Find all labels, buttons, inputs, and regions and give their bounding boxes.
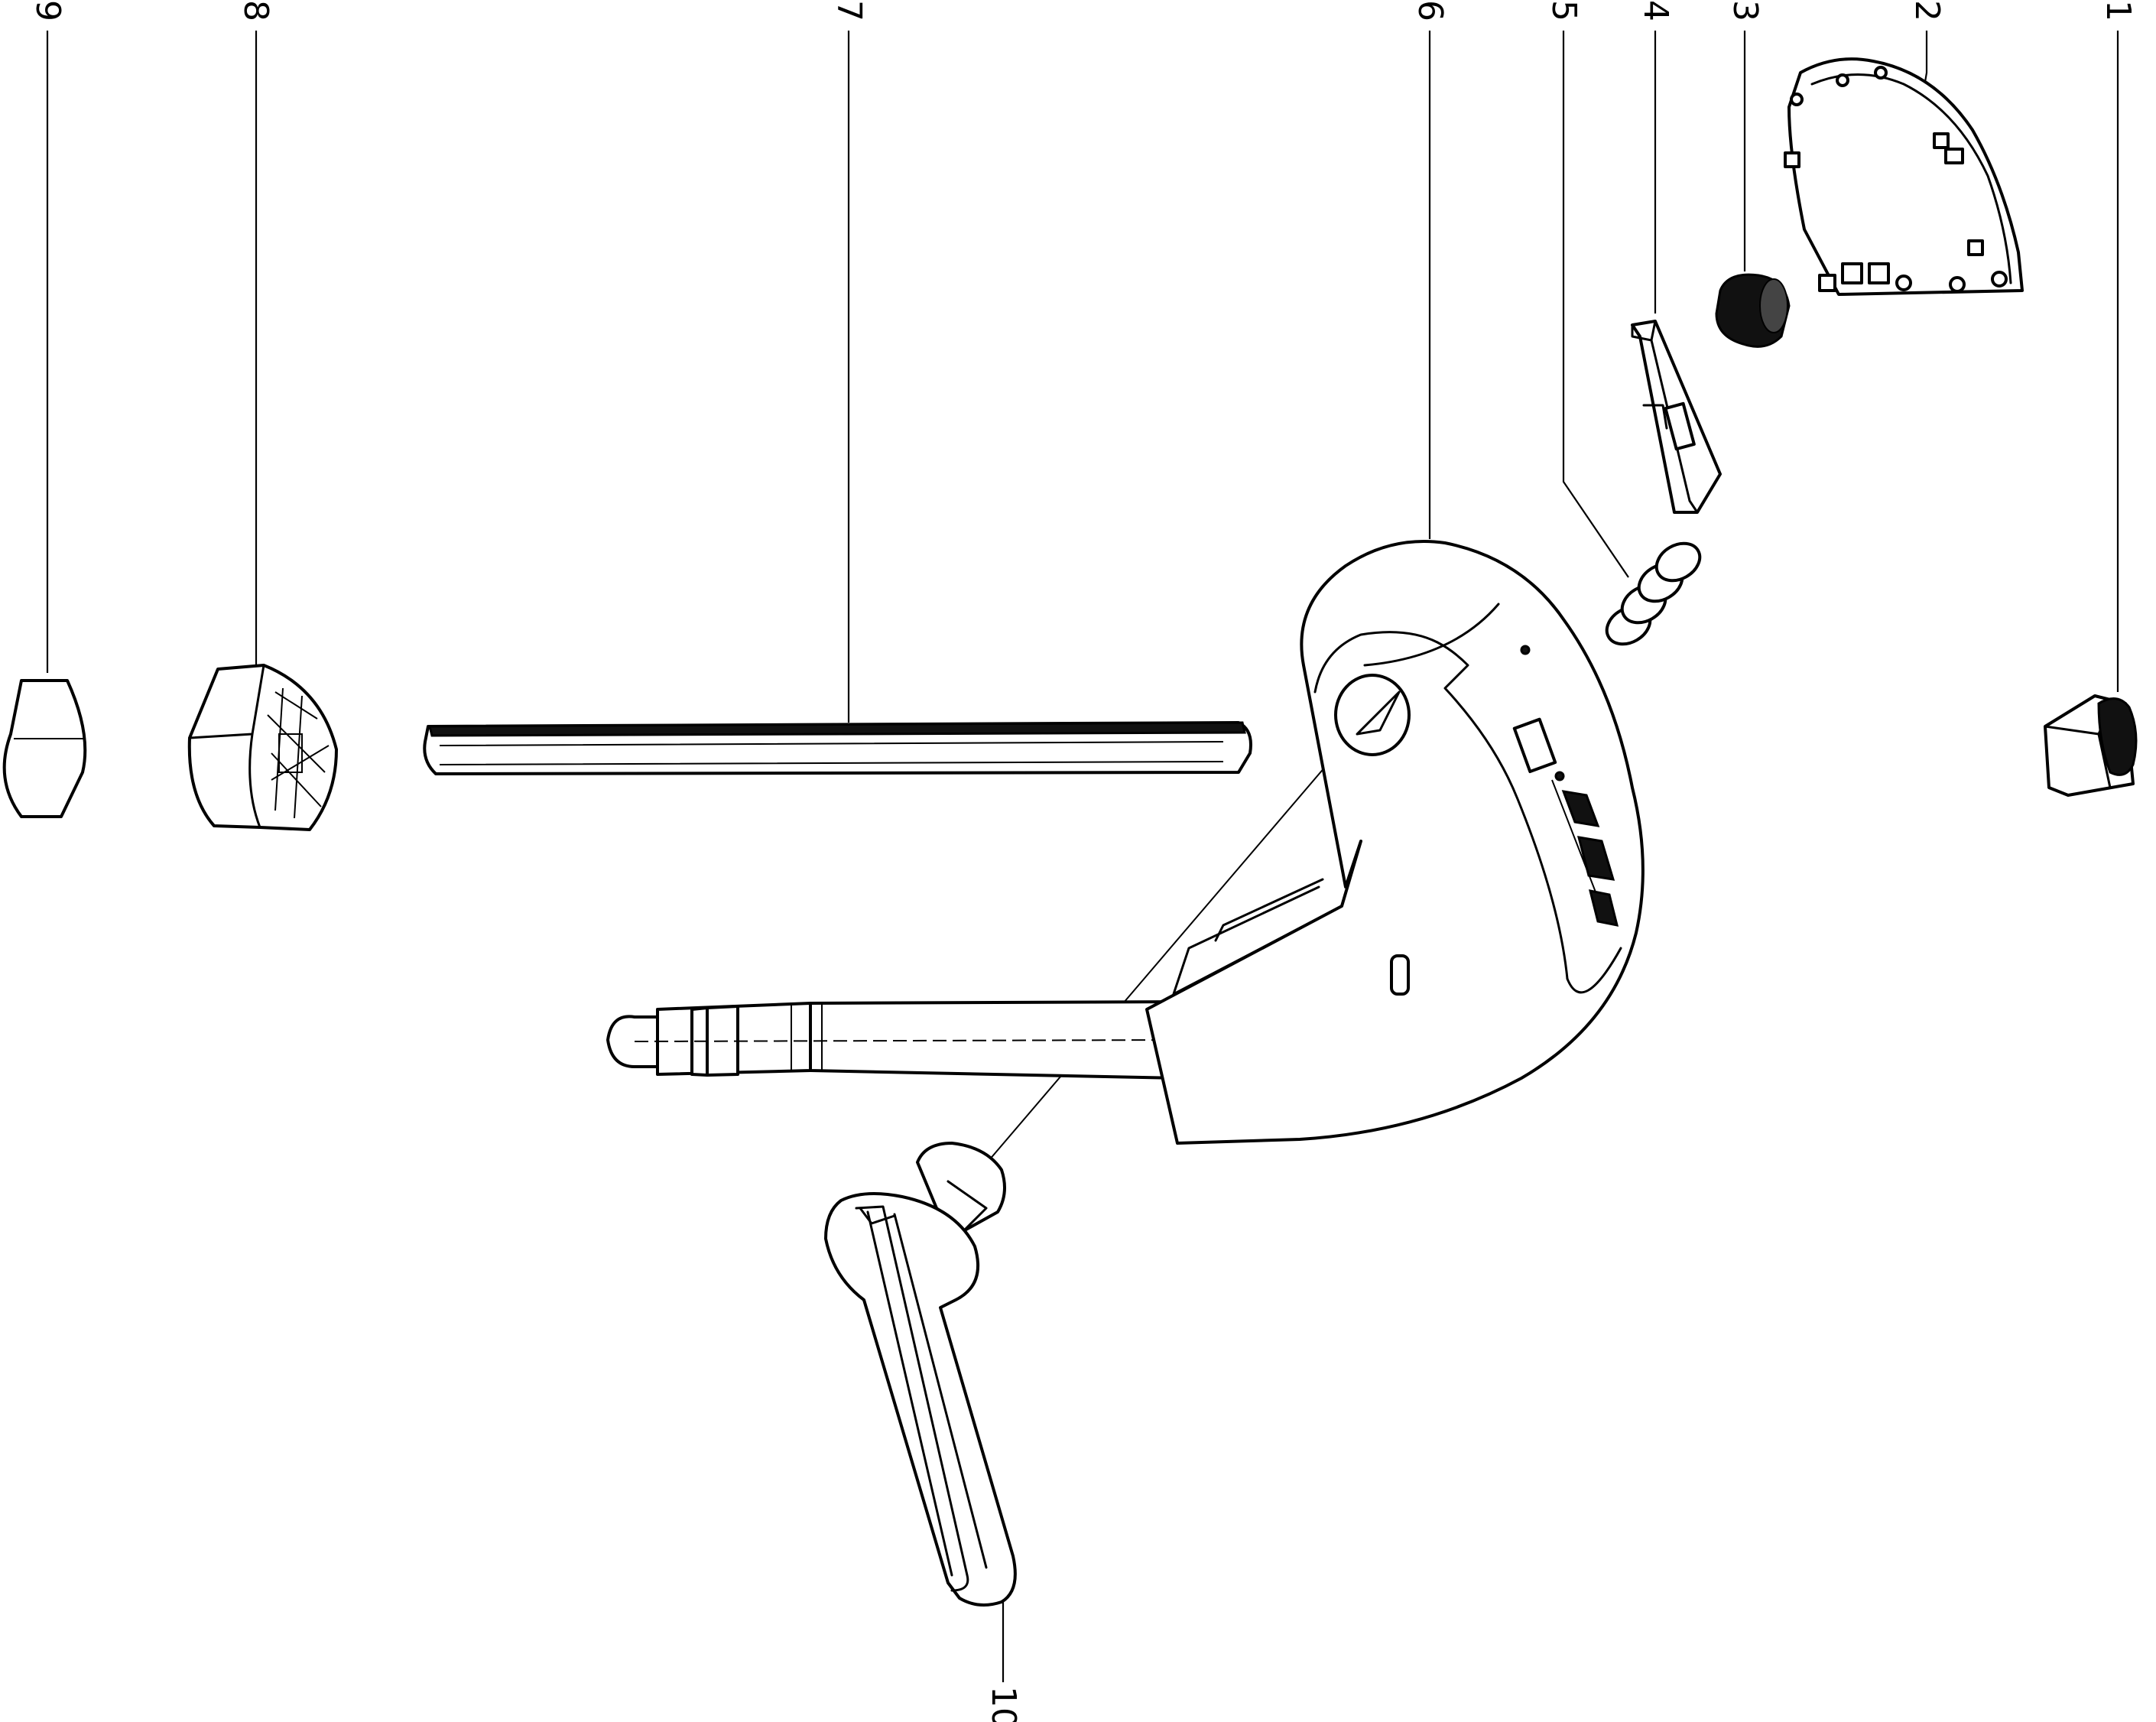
callout-numbers: 9 8 7 6 5 4 3 2 1 10	[28, 0, 2138, 1722]
callout-4: 4	[1636, 0, 1675, 21]
leader-line-5	[1562, 31, 1629, 578]
part-6-housing-bracket	[606, 540, 1645, 1145]
callout-8: 8	[236, 0, 275, 21]
part-4-slider-plate	[1631, 320, 1722, 514]
callout-5: 5	[1544, 0, 1583, 21]
leader-lines	[46, 31, 2119, 1682]
part-1-rubber-foot	[2044, 694, 2138, 797]
callout-10: 10	[984, 1686, 1023, 1722]
callout-1: 1	[2099, 0, 2138, 21]
callout-6: 6	[1411, 0, 1450, 21]
part-10-clamp-lever	[824, 1142, 1017, 1607]
callout-2: 2	[1908, 0, 1947, 21]
callout-3: 3	[1726, 0, 1765, 21]
part-2-cover-plate	[1784, 57, 2024, 296]
part-8-ribbed-plug	[187, 664, 338, 831]
part-9-end-cap	[2, 679, 87, 818]
part-5-spring	[1605, 541, 1702, 646]
callout-7: 7	[830, 0, 869, 21]
part-3-dark-cylinder	[1715, 273, 1791, 348]
part-7-rubber-strip	[423, 721, 1252, 775]
callout-9: 9	[28, 0, 67, 21]
